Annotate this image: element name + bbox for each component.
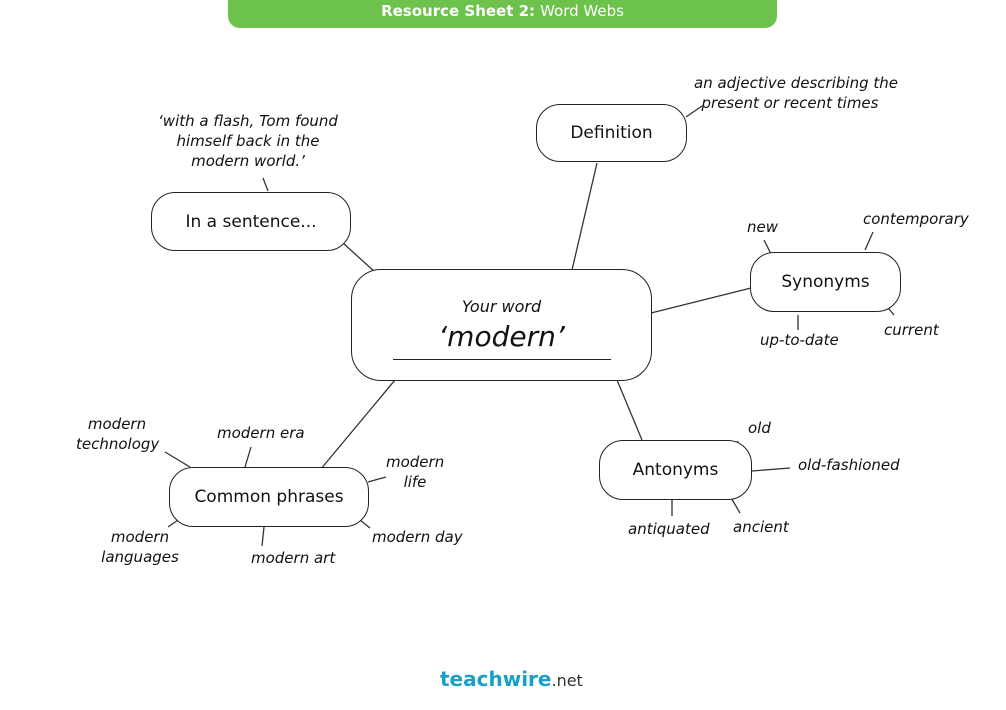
synonyms-box: Synonyms <box>750 252 901 312</box>
synonym-item: new <box>747 218 779 236</box>
antonyms-box: Antonyms <box>599 440 752 500</box>
synonym-item: up-to-date <box>760 331 839 349</box>
sentence-label: In a sentence... <box>185 211 317 232</box>
center-caption: Your word <box>461 296 542 316</box>
sentence-box: In a sentence... <box>151 192 351 251</box>
center-word: ‘modern’ <box>438 319 565 353</box>
brand-suffix: .net <box>551 671 583 690</box>
line-synonyms <box>650 287 752 314</box>
line-definition <box>571 162 598 271</box>
header-title-rest: Word Webs <box>540 2 624 20</box>
page-header: Resource Sheet 2: Word Webs <box>228 0 777 28</box>
antonym-item: old-fashioned <box>798 456 900 474</box>
line-sentence <box>342 242 377 274</box>
definition-note: an adjective describing the present or r… <box>694 74 898 112</box>
synonym-item: contemporary <box>863 210 969 228</box>
phrase-item: modern day <box>372 528 463 546</box>
line-antonyms <box>616 379 643 441</box>
center-underline <box>392 358 611 360</box>
antonyms-label: Antonyms <box>632 460 719 480</box>
phrase-item: modern era <box>217 424 305 442</box>
synonym-item: current <box>884 321 939 339</box>
phrase-item: modern languages <box>101 528 179 566</box>
footer-brand: teachwire.net <box>440 667 583 691</box>
center-word-box: Your word ‘modern’ <box>351 269 652 381</box>
phrase-item: modern technology <box>76 415 160 453</box>
phrase-item: modern life <box>386 453 445 491</box>
line-phrases <box>319 379 396 471</box>
antonym-item: antiquated <box>628 520 710 538</box>
brand-name: teachwire <box>440 667 552 691</box>
antonym-item: old <box>748 419 771 437</box>
phrases-box: Common phrases <box>169 467 369 527</box>
header-title-bold: Resource Sheet 2: <box>381 2 536 20</box>
synonyms-label: Synonyms <box>781 272 870 292</box>
phrases-label: Common phrases <box>194 487 344 507</box>
definition-box: Definition <box>536 104 687 162</box>
antonym-item: ancient <box>733 518 789 536</box>
phrase-item: modern art <box>251 549 336 567</box>
definition-label: Definition <box>570 123 653 143</box>
sentence-example: ‘with a flash, Tom found himself back in… <box>158 112 338 170</box>
